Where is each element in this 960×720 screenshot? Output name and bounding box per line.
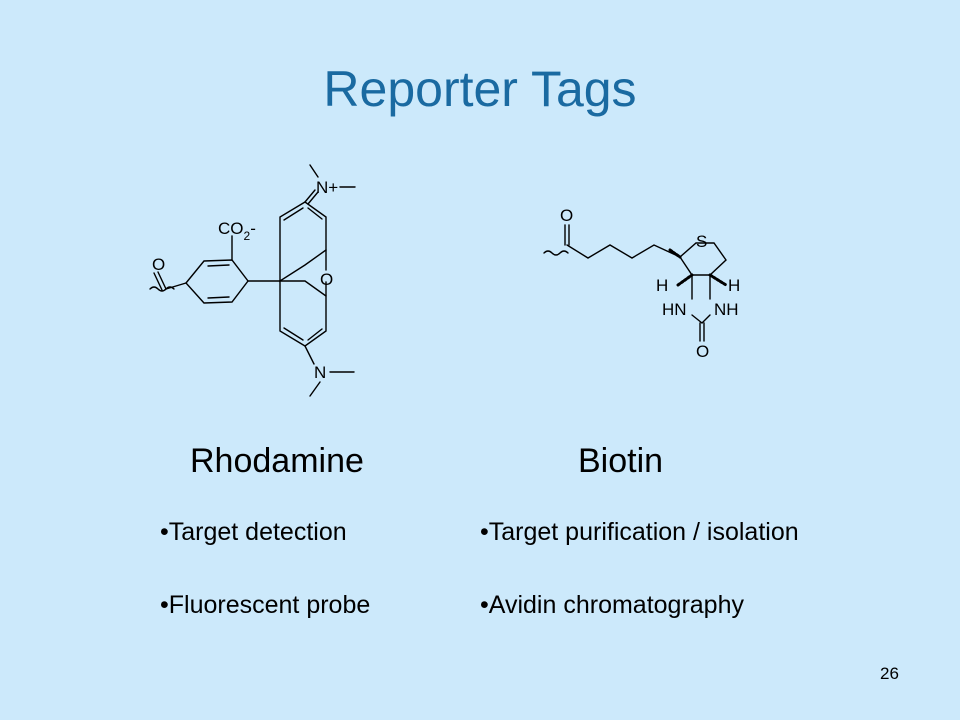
- biotin-h-right: H: [728, 276, 740, 295]
- biotin-structure: O S H H HN NH O: [543, 206, 740, 361]
- rhodamine-n-plus: N+: [316, 178, 338, 197]
- biotin-sulfur: S: [696, 232, 707, 251]
- biotin-carbonyl-o: O: [560, 206, 573, 225]
- rhodamine-carbonyl-o: O: [152, 255, 165, 274]
- rhodamine-bullet-2: •Fluorescent probe: [160, 591, 371, 619]
- rhodamine-bullet-1: •Target detection: [160, 518, 347, 546]
- rhodamine-structure: O CO2- N+ O N: [149, 164, 356, 397]
- page-number: 26: [880, 664, 899, 683]
- biotin-bullet-1: •Target purification / isolation: [480, 518, 799, 546]
- slide-title: Reporter Tags: [323, 61, 637, 117]
- rhodamine-ring-o: O: [320, 270, 333, 289]
- rhodamine-n-bottom: N: [314, 363, 326, 382]
- biotin-label: Biotin: [578, 442, 664, 480]
- biotin-bullet-2: •Avidin chromatography: [480, 591, 744, 619]
- biotin-h-left: H: [656, 276, 668, 295]
- rhodamine-label: Rhodamine: [190, 442, 364, 480]
- biotin-nh: NH: [714, 300, 739, 319]
- biotin-hn: HN: [662, 300, 687, 319]
- biotin-urea-o: O: [696, 342, 709, 361]
- rhodamine-co2: CO2-: [218, 219, 256, 243]
